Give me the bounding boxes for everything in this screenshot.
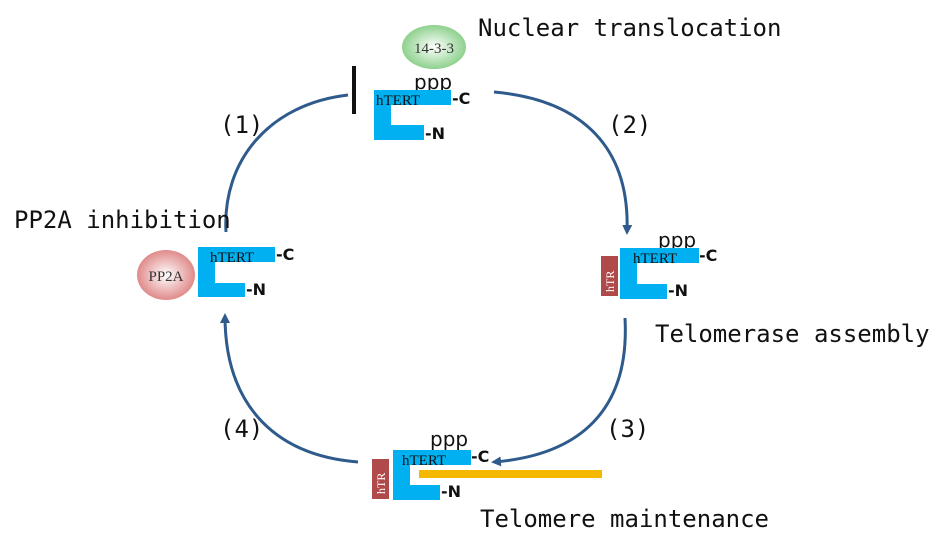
right-htert-shape [620,248,699,299]
arrow-step-2 [493,90,633,235]
top-c-terminus: -C [452,89,470,108]
left-htert-shape [198,247,275,297]
bottom-htr-label: hTR [374,473,388,494]
right-htr-block [601,256,618,296]
fourteen-three-three-label: 14-3-3 [414,41,454,57]
right-htert-label: hTERT [633,251,677,267]
left-htert-label: hTERT [210,250,254,266]
bottom-htr-block [372,459,389,499]
fourteen-three-three-blob [402,25,466,69]
label-nuclear-translocation: Nuclear translocation [478,14,781,42]
right-complex: hTR ppp hTERT -C -N [601,228,717,300]
cycle-arrows [220,90,633,467]
label-telomerase-assembly: Telomerase assembly [655,320,930,348]
pp2a-blob [137,250,195,300]
top-n-terminus: -N [425,124,445,143]
left-c-terminus: -C [276,245,294,264]
left-complex: PP2A hTERT -C -N [137,245,294,300]
bottom-htert-shape [393,450,471,500]
bottom-n-terminus: -N [441,482,461,501]
step-label-4: (4) [220,415,263,443]
arrow-step-1 [224,93,349,233]
step-label-1: (1) [220,111,263,139]
left-n-terminus: -N [246,280,266,299]
arrow-step-4 [220,313,359,464]
top-htert-label: hTERT [376,93,420,109]
step-label-2: (2) [608,111,651,139]
inhibition-bar [352,66,356,114]
telomere-dna-strand [419,470,602,478]
label-pp2a-inhibition: PP2A inhibition [14,206,231,234]
label-telomere-maintenance: Telomere maintenance [480,505,769,533]
right-n-terminus: -N [668,281,688,300]
bottom-ppp-label: ppp [430,427,468,451]
arrow-step-3 [491,317,627,467]
step-label-3: (3) [606,415,649,443]
right-htr-label: hTR [603,271,617,292]
top-htert-shape [374,90,451,140]
right-c-terminus: -C [699,246,717,265]
top-complex: 14-3-3 ppp hTERT -C -N [374,25,470,143]
bottom-htert-label: hTERT [402,453,446,469]
bottom-complex: hTR ppp hTERT -C -N [372,427,602,501]
pp2a-label: PP2A [148,269,183,285]
bottom-c-terminus: -C [471,447,489,466]
